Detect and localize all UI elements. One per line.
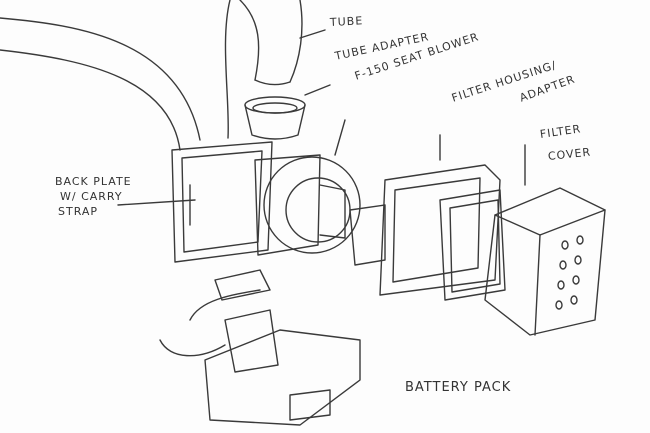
label-tube: TUBE <box>329 14 364 29</box>
label-back-plate-3: STRAP <box>58 205 99 218</box>
filter <box>439 144 526 301</box>
cover <box>484 187 606 336</box>
battery-pack <box>159 269 361 426</box>
label-back-plate-2: W/ CARRY <box>60 190 123 203</box>
label-battery-pack: BATTERY PACK <box>405 380 512 395</box>
tube-adapter <box>244 84 331 140</box>
label-back-plate-1: BACK PLATE <box>55 175 132 188</box>
back-plate <box>117 141 273 263</box>
vent-holes <box>555 235 584 310</box>
filter-housing <box>349 134 501 296</box>
strap-line <box>0 49 181 151</box>
strap-line <box>0 17 201 141</box>
tube <box>239 0 326 86</box>
seat-blower <box>254 119 361 256</box>
